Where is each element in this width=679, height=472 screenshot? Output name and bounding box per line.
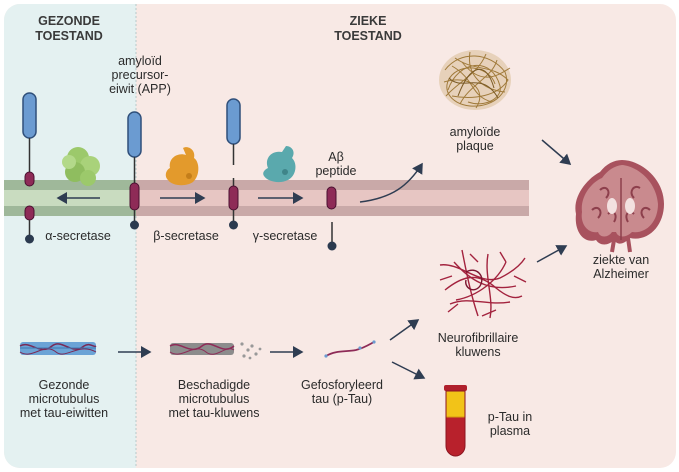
tangles-label: Neurofibrillaire kluwens bbox=[437, 331, 519, 359]
arrow-tangles-to-alzheimer bbox=[536, 245, 568, 263]
arrow-plaque-to-alzheimer bbox=[541, 139, 572, 165]
arrow-ptau-to-plasma bbox=[391, 361, 426, 380]
arrow-ptau-to-tangles bbox=[389, 319, 420, 341]
abeta-peptide-label: Aβ peptide bbox=[315, 150, 357, 178]
healthy-microtubule-label: Gezonde microtubulus met tau-eiwitten bbox=[19, 378, 109, 420]
ptau-plasma-label: p-Tau in plasma bbox=[487, 410, 533, 438]
gamma-secretase-label: γ-secretase bbox=[252, 229, 318, 243]
beta-secretase-enzyme-icon bbox=[165, 147, 199, 186]
app-label: amyloïd precursor- eiwit (APP) bbox=[109, 54, 171, 96]
neurofibrillary-tangles-icon bbox=[439, 249, 527, 319]
ptau-label: Gefosforyleerd tau (p-Tau) bbox=[301, 378, 383, 406]
brain-icon bbox=[575, 160, 664, 253]
blood-plasma-tube-icon bbox=[444, 385, 467, 457]
alpha-secretase-enzyme-icon bbox=[62, 147, 100, 186]
alzheimer-label: ziekte van Alzheimer bbox=[592, 253, 650, 281]
phosphorylated-tau-icon bbox=[324, 340, 376, 358]
damaged-microtubule-label: Beschadigde microtubulus met tau-kluwens bbox=[168, 378, 260, 420]
damaged-microtubule-icon bbox=[169, 342, 262, 360]
amyloid-plaque-label: amyloïde plaque bbox=[449, 125, 501, 153]
beta-cleaved-app-icon bbox=[226, 98, 241, 230]
healthy-state-header: GEZONDE TOESTAND bbox=[35, 14, 103, 43]
healthy-microtubule-icon bbox=[19, 342, 97, 355]
abeta-peptide-icon bbox=[326, 186, 337, 251]
gamma-secretase-enzyme-icon bbox=[263, 146, 296, 183]
arrow-to-plaque bbox=[359, 162, 423, 203]
amyloid-plaque-icon bbox=[439, 50, 511, 110]
alpha-cleaved-app-icon bbox=[22, 92, 37, 244]
beta-secretase-label: β-secretase bbox=[153, 229, 219, 243]
diseased-state-header: ZIEKE TOESTAND bbox=[334, 14, 402, 43]
app-receptor-icon bbox=[127, 111, 142, 230]
alpha-secretase-label: α-secretase bbox=[45, 229, 111, 243]
